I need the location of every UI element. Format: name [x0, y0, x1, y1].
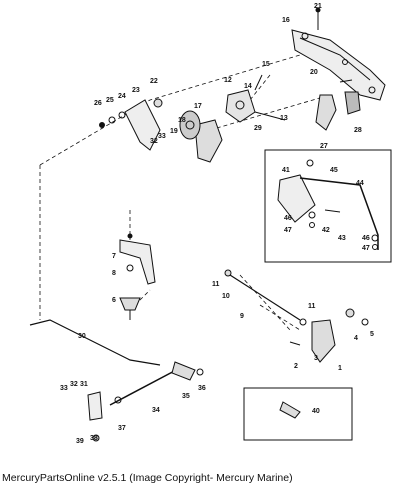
callout-32a: 32 — [150, 138, 158, 145]
linkage-parts-27-28 — [315, 79, 361, 131]
callout-37: 37 — [118, 425, 126, 432]
callout-32b: 32 — [70, 381, 78, 388]
link-rod-30 — [29, 319, 161, 366]
callout-14: 14 — [244, 83, 252, 90]
callout-18: 18 — [178, 117, 186, 124]
callout-19: 19 — [170, 128, 178, 135]
callout-17: 17 — [194, 103, 202, 110]
callout-26: 26 — [94, 100, 102, 107]
callout-47b: 47 — [362, 245, 370, 252]
inset-box-upper — [264, 149, 392, 263]
shift-shaft-34 — [87, 361, 204, 442]
callout-24: 24 — [118, 93, 126, 100]
callout-42: 42 — [322, 227, 330, 234]
callout-6: 6 — [112, 297, 116, 304]
callout-23: 23 — [132, 87, 140, 94]
callout-35: 35 — [182, 393, 190, 400]
callout-31: 31 — [80, 381, 88, 388]
lever-assembly-12 — [225, 74, 286, 123]
callout-27: 27 — [320, 143, 328, 150]
callout-labels: 1 2 3 4 5 6 7 8 9 10 11 11 12 13 14 15 1… — [60, 3, 374, 445]
throttle-cam-assembly — [179, 110, 223, 163]
callout-46b: 46 — [362, 235, 370, 242]
callout-45: 45 — [330, 167, 338, 174]
dashed-leaders — [39, 54, 331, 331]
callout-16: 16 — [282, 17, 290, 24]
mount-bracket-6 — [119, 233, 156, 320]
callout-12: 12 — [224, 77, 232, 84]
callout-36: 36 — [198, 385, 206, 392]
lower-linkage-parts — [289, 308, 369, 363]
inset-box-lower — [243, 387, 353, 441]
callout-28: 28 — [354, 127, 362, 134]
callout-29: 29 — [254, 125, 262, 132]
copyright-footer: MercuryPartsOnline v2.5.1 (Image Copyrig… — [2, 472, 293, 484]
callout-43: 43 — [338, 235, 346, 242]
throttle-bracket-assembly — [291, 7, 386, 101]
throttle-cable-9 — [224, 269, 301, 321]
callout-25: 25 — [106, 97, 114, 104]
callout-40: 40 — [312, 408, 320, 415]
callout-13: 13 — [280, 115, 288, 122]
callout-9: 9 — [240, 313, 244, 320]
callout-1: 1 — [338, 365, 342, 372]
callout-7: 7 — [112, 253, 116, 260]
callout-8: 8 — [112, 270, 116, 277]
callout-3: 3 — [314, 355, 318, 362]
callout-2: 2 — [294, 363, 298, 370]
callout-39: 39 — [76, 438, 84, 445]
callout-11b: 11 — [308, 303, 316, 310]
callout-41: 41 — [282, 167, 290, 174]
callout-21: 21 — [314, 3, 322, 10]
callout-10: 10 — [222, 293, 230, 300]
callout-5: 5 — [370, 331, 374, 338]
callout-33a: 33 — [158, 133, 166, 140]
callout-33b: 33 — [60, 385, 68, 392]
callout-20: 20 — [310, 69, 318, 76]
callout-15: 15 — [262, 61, 270, 68]
callout-11a: 11 — [212, 281, 220, 288]
callout-46a: 46 — [284, 215, 292, 222]
callout-4: 4 — [354, 335, 358, 342]
callout-22: 22 — [150, 78, 158, 85]
callout-44: 44 — [356, 180, 364, 187]
left-arm-assembly — [99, 98, 163, 151]
callout-34: 34 — [152, 407, 160, 414]
callout-47a: 47 — [284, 227, 292, 234]
callout-30: 30 — [78, 333, 86, 340]
callout-38: 38 — [90, 435, 98, 442]
